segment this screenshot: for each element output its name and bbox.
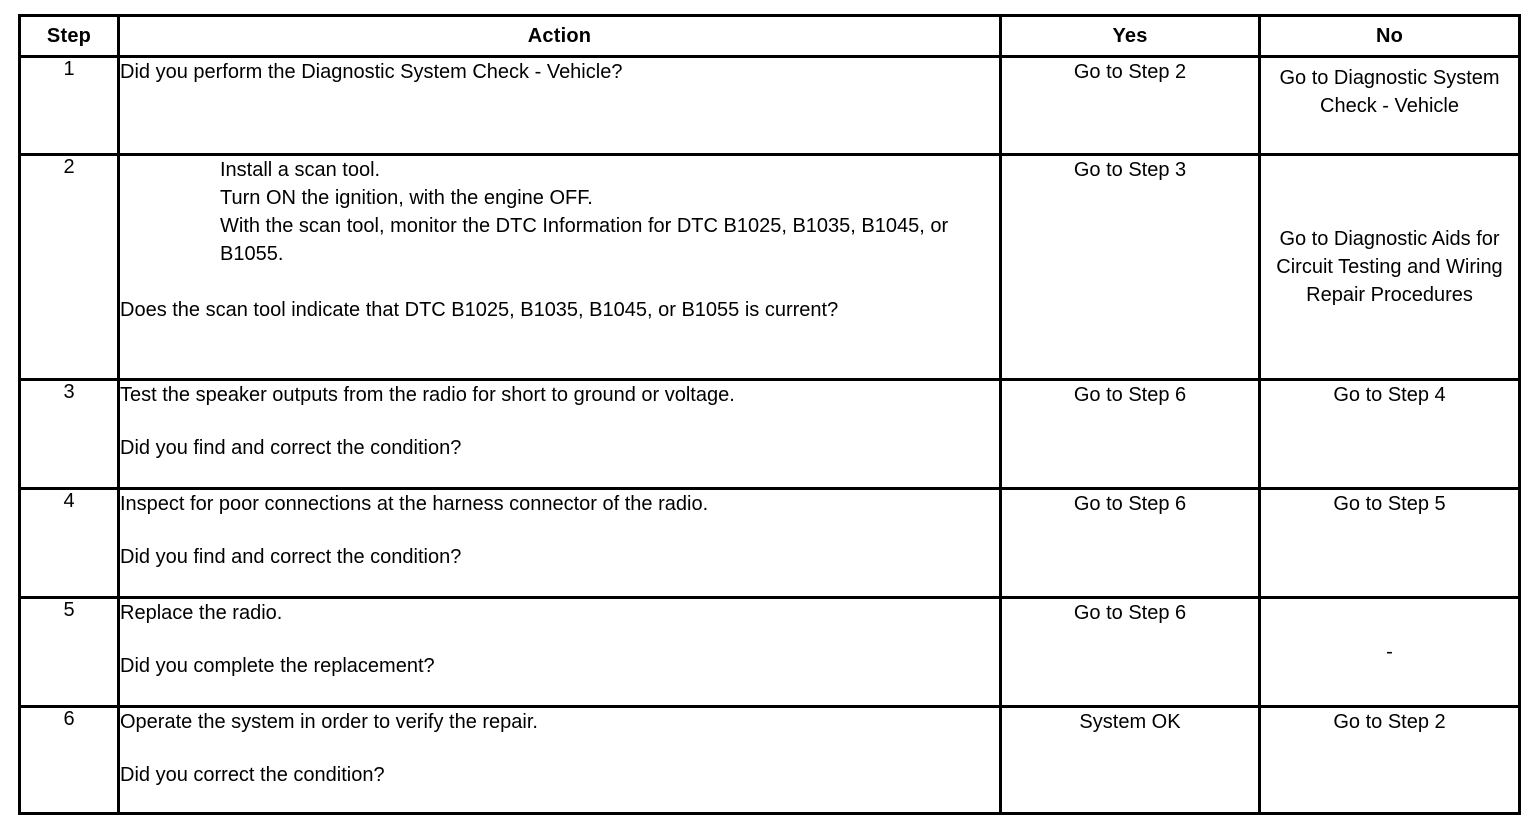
step-no-result: Go to Diagnostic Aids for Circuit Testin… <box>1258 153 1521 381</box>
step-action: Inspect for poor connections at the harn… <box>117 487 1002 599</box>
step-yes-result: Go to Step 3 <box>999 153 1261 381</box>
column-header-yes: Yes <box>999 14 1261 58</box>
spacer <box>120 736 999 761</box>
action-question: Did you correct the condition? <box>120 764 385 786</box>
action-substep: Install a scan tool. <box>220 159 381 181</box>
step-number: 4 <box>18 487 120 599</box>
step-number: 6 <box>18 705 120 815</box>
action-statement: Test the speaker outputs from the radio … <box>120 384 735 406</box>
action-substep: Turn ON the ignition, with the engine OF… <box>220 187 593 209</box>
column-header-step: Step <box>18 14 120 58</box>
action-question: Did you find and correct the condition? <box>120 437 462 459</box>
action-statement: Replace the radio. <box>120 602 283 624</box>
step-number: 1 <box>18 55 120 156</box>
step-action: Replace the radio. Did you complete the … <box>117 596 1002 708</box>
step-action: Operate the system in order to verify th… <box>117 705 1002 815</box>
spacer <box>120 409 999 434</box>
spacer <box>120 627 999 652</box>
action-statement: Inspect for poor connections at the harn… <box>120 493 709 515</box>
table-row: 6 Operate the system in order to verify … <box>18 705 1521 815</box>
table-row: 1 Did you perform the Diagnostic System … <box>18 55 1521 156</box>
step-yes-result: Go to Step 6 <box>999 487 1261 599</box>
action-question: Did you complete the replacement? <box>120 655 435 677</box>
column-header-action: Action <box>117 14 1002 58</box>
column-header-no: No <box>1258 14 1521 58</box>
step-no-result: Go to Diagnostic System Check - Vehicle <box>1258 55 1521 156</box>
diagnostic-procedure-table: Step Action Yes No 1 Did you perform the… <box>18 14 1521 815</box>
step-yes-result: Go to Step 6 <box>999 596 1261 708</box>
step-no-result: Go to Step 5 <box>1258 487 1521 599</box>
action-statement: Operate the system in order to verify th… <box>120 711 538 733</box>
table-row: 2 Install a scan tool. Turn ON the ignit… <box>18 153 1521 381</box>
spacer <box>120 518 999 543</box>
table-row: 5 Replace the radio. Did you complete th… <box>18 596 1521 708</box>
step-action: Install a scan tool. Turn ON the ignitio… <box>117 153 1002 381</box>
step-number: 2 <box>18 153 120 381</box>
table-header-row: Step Action Yes No <box>18 14 1521 58</box>
table-row: 4 Inspect for poor connections at the ha… <box>18 487 1521 599</box>
step-no-result: - <box>1258 596 1521 708</box>
step-yes-result: Go to Step 2 <box>999 55 1261 156</box>
step-no-result: Go to Step 2 <box>1258 705 1521 815</box>
step-number: 3 <box>18 378 120 490</box>
step-number: 5 <box>18 596 120 708</box>
step-action: Test the speaker outputs from the radio … <box>117 378 1002 490</box>
spacer <box>120 268 999 296</box>
action-question: Does the scan tool indicate that DTC B10… <box>120 299 839 321</box>
step-yes-result: System OK <box>999 705 1261 815</box>
step-action: Did you perform the Diagnostic System Ch… <box>117 55 1002 156</box>
action-substep: With the scan tool, monitor the DTC Info… <box>220 215 954 265</box>
step-yes-result: Go to Step 6 <box>999 378 1261 490</box>
action-question: Did you find and correct the condition? <box>120 546 462 568</box>
step-no-result: Go to Step 4 <box>1258 378 1521 490</box>
table-row: 3 Test the speaker outputs from the radi… <box>18 378 1521 490</box>
action-question: Did you perform the Diagnostic System Ch… <box>120 61 623 83</box>
